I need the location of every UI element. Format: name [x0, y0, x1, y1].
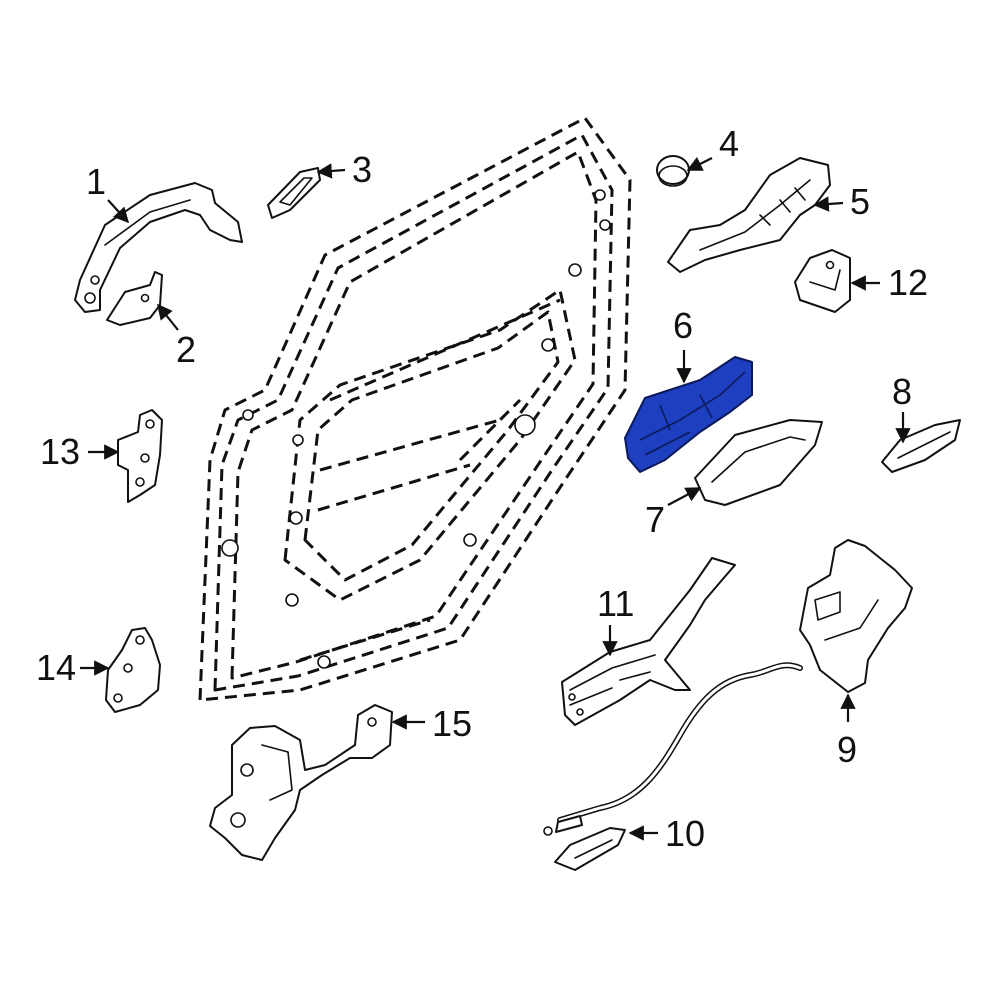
part-10-bracket — [554, 827, 626, 871]
callout-13: 13 — [40, 431, 80, 472]
callout-2: 2 — [176, 329, 196, 370]
callout-4: 4 — [719, 123, 739, 164]
callout-11: 11 — [597, 583, 634, 624]
callout-12: 12 — [888, 262, 928, 303]
part-12-striker — [794, 249, 851, 313]
part-9-lock-actuator — [799, 539, 913, 693]
part-3-cover-plate — [267, 167, 321, 219]
callout-10: 10 — [665, 813, 705, 854]
part-2-handle-bracket — [106, 271, 163, 326]
part-7-handle-bezel — [694, 419, 823, 506]
part-11-panel-bracket — [561, 557, 736, 726]
callout-14: 14 — [36, 647, 76, 688]
callout-7: 7 — [645, 499, 665, 540]
callout-1: 1 — [86, 161, 106, 202]
part-15-door-check — [209, 704, 393, 861]
callout-6: 6 — [673, 305, 693, 346]
part-13-door-hinge — [117, 409, 163, 503]
callout-5: 5 — [850, 181, 870, 222]
callout-3: 3 — [352, 149, 372, 190]
part-8-trim-cover — [881, 419, 961, 473]
part-4-plug — [656, 155, 690, 187]
part-10-cable — [543, 662, 803, 836]
part-5-handle-reinforcement — [667, 157, 831, 273]
callout-labels: 1 2 3 4 5 6 7 8 9 10 11 12 13 14 15 — [36, 123, 928, 854]
part-14-door-hinge — [105, 627, 161, 713]
part-1-outside-handle — [74, 182, 243, 313]
callout-9: 9 — [837, 729, 857, 770]
callout-8: 8 — [892, 371, 912, 412]
leader-arrows — [80, 156, 911, 841]
door-frame-outline — [198, 116, 632, 702]
callout-15: 15 — [432, 703, 472, 744]
